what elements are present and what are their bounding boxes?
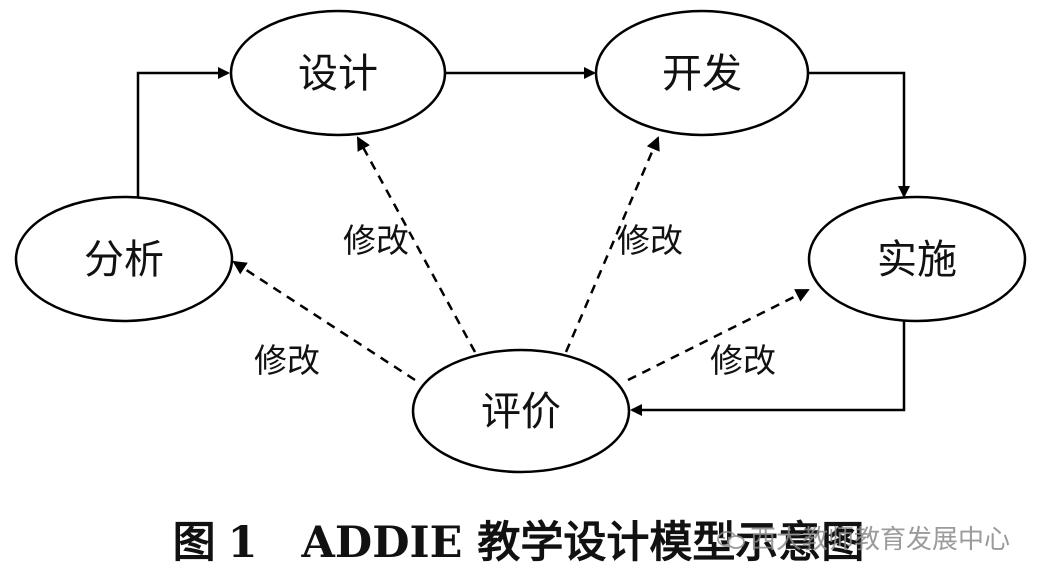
node-analysis-label: 分析 <box>84 237 164 283</box>
node-implement-label: 实施 <box>877 237 957 283</box>
node-evaluate-label: 评价 <box>481 389 561 435</box>
feedback-label-analysis: 修改 <box>254 341 320 380</box>
node-develop-label: 开发 <box>662 51 742 97</box>
feedback-evaluate-to-implement <box>627 288 810 382</box>
watermark-text: 西大教师教育发展中心 <box>750 525 1011 555</box>
node-implement: 实施 <box>807 195 1027 323</box>
flow-develop-to-implement <box>808 71 910 198</box>
feedback-evaluate-to-design <box>356 136 477 353</box>
feedback-label-design: 修改 <box>343 221 409 260</box>
wechat-icon <box>717 531 745 549</box>
node-design: 设计 <box>229 9 447 137</box>
flow-implement-to-evaluate <box>630 320 906 416</box>
caption-figure: 图 <box>172 518 216 568</box>
feedback-evaluate-to-analysis <box>232 260 416 382</box>
addie-diagram: 设计 开发 分析 实施 评价 修改 修改 修改 修改 <box>14 9 1027 474</box>
feedback-label-implement: 修改 <box>710 341 776 380</box>
node-design-label: 设计 <box>298 51 378 97</box>
feedback-evaluate-to-develop <box>564 136 660 353</box>
node-analysis: 分析 <box>14 195 234 323</box>
caption-title: ADDIE 教学设计模型示意图 <box>301 518 865 568</box>
node-evaluate: 评价 <box>411 348 631 474</box>
feedback-label-develop: 修改 <box>617 221 683 260</box>
watermark: 西大教师教育发展中心 <box>716 519 1010 556</box>
flow-analysis-to-design <box>136 67 230 198</box>
node-develop: 开发 <box>594 9 810 137</box>
caption-number: 1 <box>227 518 258 568</box>
